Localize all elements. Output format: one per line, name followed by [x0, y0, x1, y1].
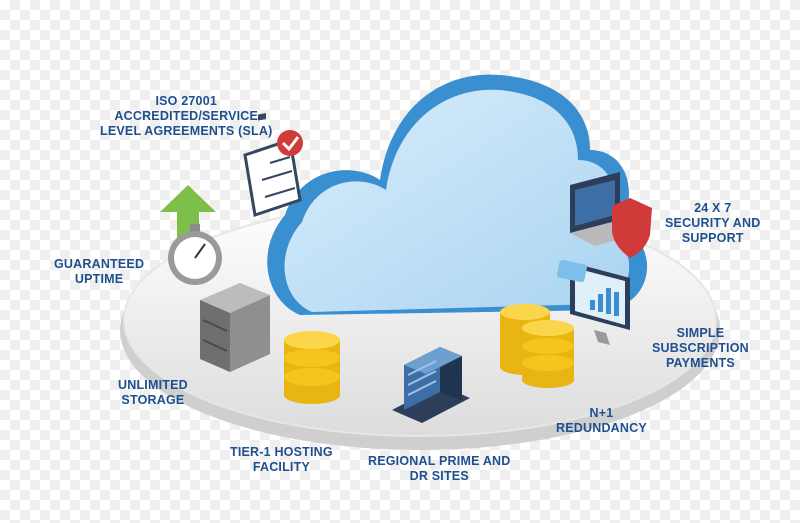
server-building-icon: [392, 347, 470, 423]
uptime-arrow-icon: [160, 185, 216, 240]
checklist-icon: [243, 113, 303, 217]
filing-cabinet-icon: [200, 283, 270, 372]
stopwatch-icon: [168, 224, 222, 285]
database-stack-icon: [500, 304, 574, 388]
monitor-chart-icon: [556, 259, 630, 345]
database-icon: [284, 331, 340, 404]
laptop-shield-icon: [570, 172, 652, 258]
cloud-icon: [267, 74, 648, 316]
